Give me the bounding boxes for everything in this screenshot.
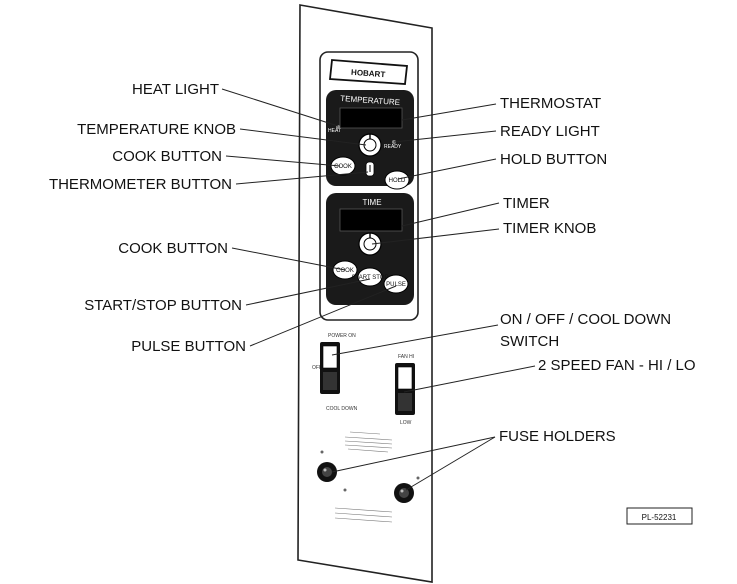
pulse-button[interactable]: PULSE (383, 274, 409, 294)
cook-button-label: COOK (334, 164, 352, 170)
cook-button-timer-label: COOK (336, 268, 354, 274)
leader-cook-button-1 (225, 155, 341, 167)
hold-button[interactable]: HOLD (384, 170, 410, 190)
ready-light-text: READY (384, 144, 402, 150)
callout-timer: TIMER (503, 195, 550, 212)
leader-hold-button (397, 158, 497, 180)
time-label: TIME (362, 198, 381, 207)
pulse-button-label: PULSE (386, 282, 406, 288)
timer-display (339, 208, 403, 232)
fan-speed-switch[interactable] (395, 363, 415, 415)
leader-thermometer-button (235, 171, 369, 185)
callout-pulse-button: PULSE BUTTON (131, 338, 246, 355)
switch2-top-label: FAN HI (398, 354, 414, 360)
switch2-bottom-label: LOW (400, 420, 412, 426)
timer-knob[interactable] (358, 232, 382, 256)
hold-button-label: HOLD (389, 178, 406, 184)
callout-temperature-knob: TEMPERATURE KNOB (77, 121, 236, 138)
callout-thermostat: THERMOSTAT (500, 95, 601, 112)
leader-fan-switch (403, 365, 536, 393)
leader-ready-light (393, 130, 497, 143)
leader-heat-light (221, 88, 339, 127)
start-stop-button-label: START STOP (352, 275, 389, 281)
logo-text: HOBART (351, 68, 386, 79)
fuse-holder-left[interactable] (317, 462, 337, 482)
leader-start-stop-button (245, 278, 371, 306)
callout-timer-knob: TIMER KNOB (503, 220, 596, 237)
temperature-label: TEMPERATURE (340, 94, 400, 107)
callout-thermometer-button: THERMOMETER BUTTON (49, 176, 232, 193)
part-number: PL-52231 (642, 513, 677, 522)
callout-heat-light: HEAT LIGHT (132, 81, 219, 98)
leader-fuse-left (331, 436, 496, 473)
leader-timer (401, 202, 500, 227)
screw-dot (343, 488, 347, 492)
fuse-holder-right[interactable] (394, 483, 414, 503)
leader-timer-knob (371, 228, 500, 245)
thermostat-display (339, 107, 403, 129)
leader-fuse-right (405, 436, 496, 491)
callout-start-stop-button: START/STOP BUTTON (84, 297, 242, 314)
cook-button-temperature[interactable]: COOK (330, 156, 356, 176)
callout-on-off-line2: SWITCH (500, 333, 559, 350)
part-number-box: PL-52231 (626, 507, 693, 525)
hobart-logo: HOBART (329, 59, 408, 85)
switch1-top-label: POWER ON (328, 333, 356, 339)
thermometer-button[interactable] (365, 161, 375, 177)
callout-cook-button-1: COOK BUTTON (112, 148, 222, 165)
screw-dot (320, 450, 324, 454)
callout-ready-light: READY LIGHT (500, 123, 600, 140)
leader-temperature-knob (239, 128, 367, 146)
heat-light-text: HEAT (328, 128, 341, 134)
start-stop-button[interactable]: START STOP (352, 267, 389, 287)
switch1-side-label: OFF (312, 365, 322, 371)
callout-on-off-line1: ON / OFF / COOL DOWN (500, 311, 671, 328)
callout-hold-button: HOLD BUTTON (500, 151, 607, 168)
leader-pulse-button (249, 285, 397, 347)
on-off-cool-down-switch[interactable] (320, 342, 340, 394)
leader-thermostat (401, 103, 497, 121)
screw-dot (416, 476, 420, 480)
switch1-bottom-label: COOL DOWN (326, 406, 358, 412)
callout-fan: 2 SPEED FAN - HI / LO (538, 357, 696, 374)
fine-print (334, 431, 393, 523)
leader-cook-button-2 (231, 247, 346, 271)
leader-on-off-switch (331, 324, 499, 356)
callout-fuse-holders: FUSE HOLDERS (499, 428, 616, 445)
callout-cook-button-2: COOK BUTTON (118, 240, 228, 257)
